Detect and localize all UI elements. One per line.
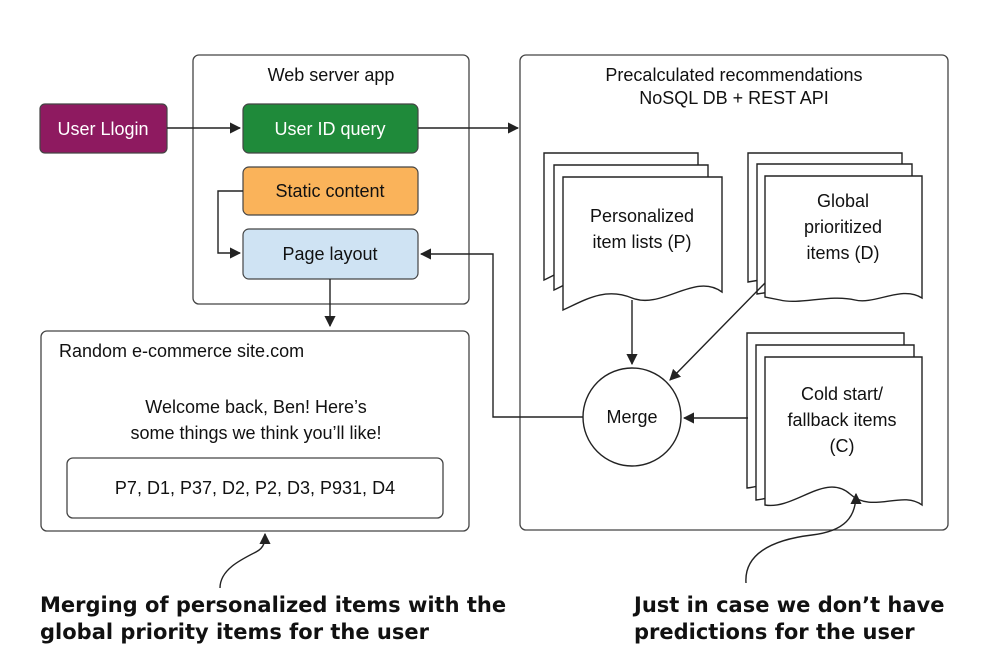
coldstart-line2: fallback items [787, 410, 896, 430]
global-line1: Global [817, 191, 869, 211]
coldstart-line1: Cold start/ [801, 384, 883, 404]
page-layout-node: Page layout [242, 228, 419, 280]
callout-left-arrow [219, 532, 271, 589]
user-id-query-node: User ID query [242, 103, 419, 154]
merge-label: Merge [606, 407, 657, 427]
personalized-line2: item lists (P) [593, 232, 692, 252]
web-server-app-title: Web server app [268, 65, 395, 85]
welcome-line2: some things we think you’ll like! [130, 423, 381, 443]
user-login-label: User Llogin [57, 119, 148, 139]
coldstart-doc-stack: Cold start/ fallback items (C) [746, 332, 923, 507]
personalized-line1: Personalized [590, 206, 694, 226]
global-doc-stack: Global prioritized items (D) [747, 152, 923, 303]
site-title: Random e-commerce site.com [59, 341, 304, 361]
user-login-node: User Llogin [39, 103, 168, 154]
coldstart-line3: (C) [830, 436, 855, 456]
edge-global-to-merge [669, 282, 766, 381]
personalized-doc-stack: Personalized item lists (P) [543, 152, 723, 312]
user-id-query-label: User ID query [274, 119, 385, 139]
recommended-items: P7, D1, P37, D2, P2, D3, P931, D4 [115, 478, 395, 498]
callout-right-arrow [745, 492, 862, 584]
static-content-node: Static content [242, 166, 419, 216]
recommended-items-box [66, 457, 444, 519]
site-frame: Random e-commerce site.com Welcome back,… [40, 330, 470, 532]
edge-static-to-layout [217, 190, 243, 259]
welcome-line1: Welcome back, Ben! Here’s [145, 397, 366, 417]
caption-right-line1: Just in case we don’t have [632, 593, 945, 617]
precalc-title-line2: NoSQL DB + REST API [639, 88, 829, 108]
precalc-title-line1: Precalculated recommendations [605, 65, 862, 85]
global-line3: items (D) [807, 243, 880, 263]
caption-left-line2: global priority items for the user [40, 620, 430, 644]
static-content-label: Static content [275, 181, 384, 201]
edge-merge-to-layout [419, 248, 583, 418]
caption-left-line1: Merging of personalized items with the [40, 593, 506, 617]
caption-right-line2: predictions for the user [634, 620, 915, 644]
global-line2: prioritized [804, 217, 882, 237]
merge-node: Merge [582, 367, 682, 467]
page-layout-label: Page layout [282, 244, 377, 264]
